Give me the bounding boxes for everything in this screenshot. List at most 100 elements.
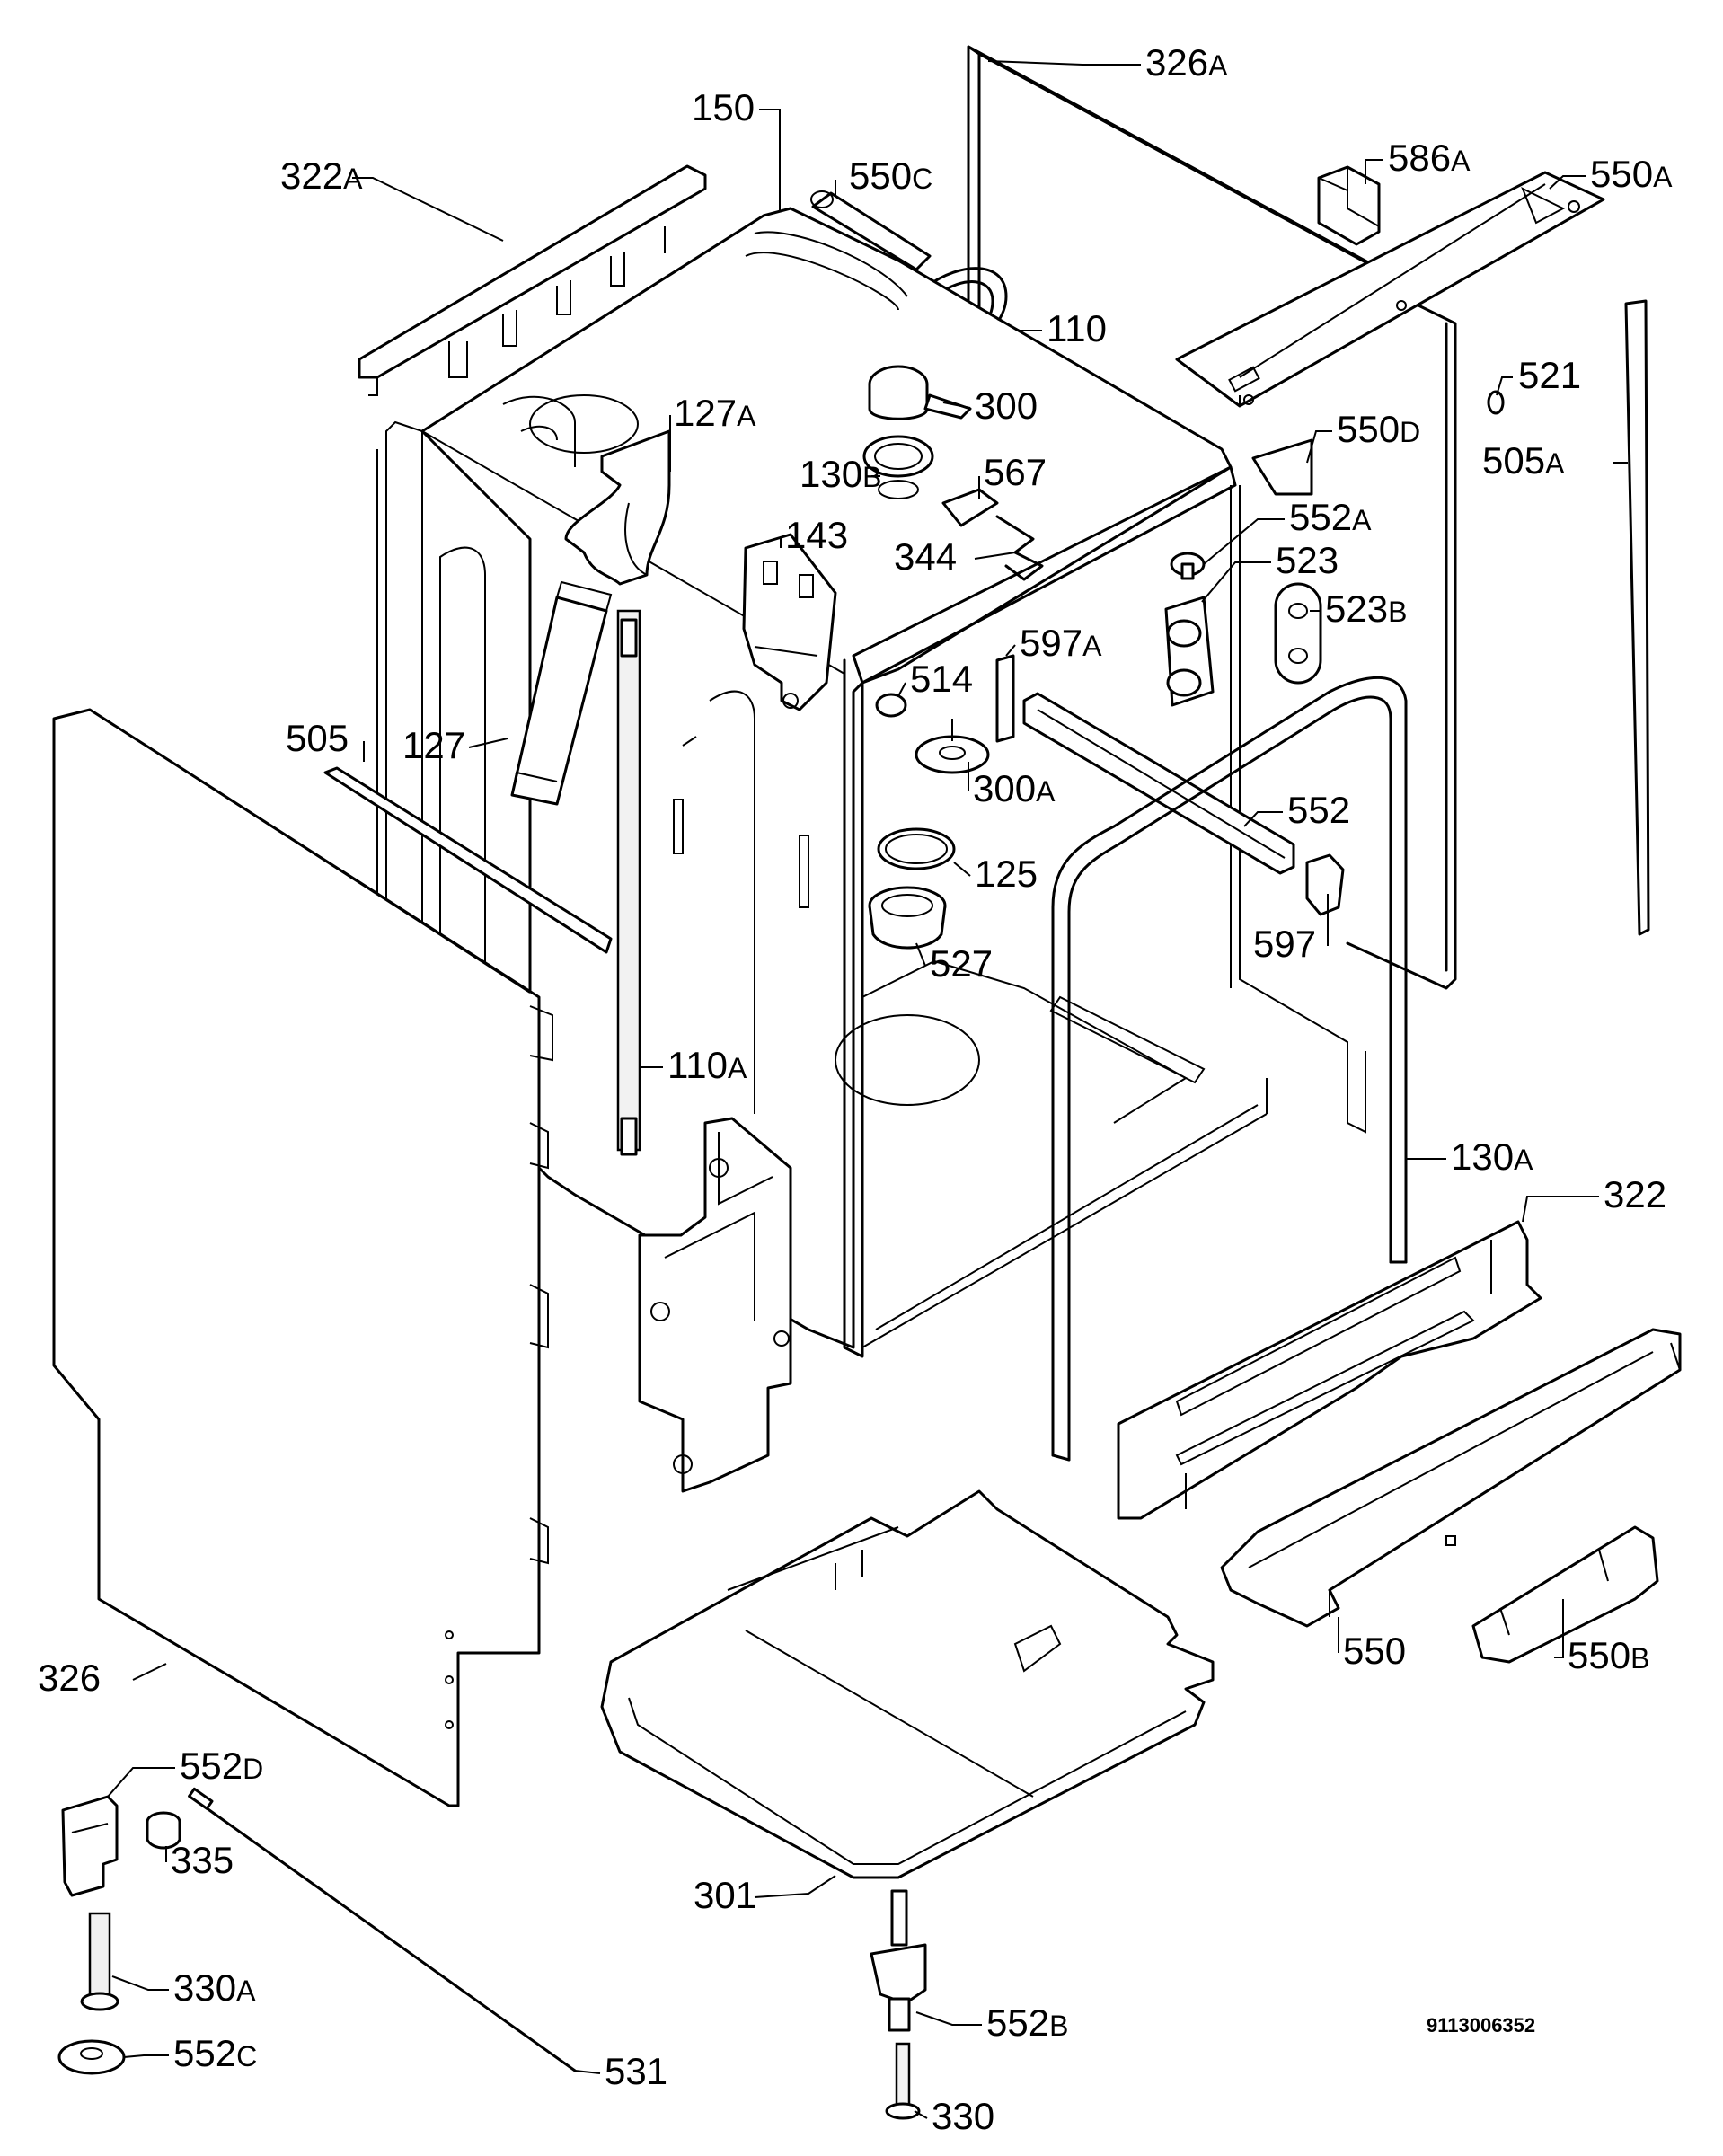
tub-front-rim <box>852 465 1237 685</box>
part-label-552d: 552D <box>180 1745 263 1787</box>
part-label-number: 335 <box>171 1839 234 1881</box>
part-label-514: 514 <box>910 658 973 700</box>
gear-335 <box>146 1811 181 1850</box>
part-label-suffix: A <box>1036 775 1056 808</box>
part-label-suffix: A <box>1545 447 1565 480</box>
part-label-number: 505 <box>286 717 349 759</box>
part-label-suffix: A <box>1352 504 1372 536</box>
part-label-suffix: A <box>1653 161 1673 193</box>
part-label-552b: 552B <box>986 2001 1068 2044</box>
seal-130a <box>1051 676 1408 1457</box>
part-label-531: 531 <box>605 2050 667 2092</box>
part-label-326a: 326A <box>1145 41 1228 84</box>
part-label-number: 110 <box>667 1044 728 1086</box>
part-label-suffix: B <box>1630 1642 1649 1674</box>
part-label-567: 567 <box>984 451 1047 493</box>
part-label-550d: 550D <box>1337 408 1420 450</box>
drawing-geometry <box>52 45 1682 2120</box>
part-label-number: 552 <box>173 2032 236 2074</box>
part-label-number: 322 <box>280 155 343 197</box>
part-label-550b: 550B <box>1568 1634 1649 1676</box>
part-label-597: 597 <box>1253 923 1316 965</box>
strip-505a <box>1624 299 1650 936</box>
part-label-number: 322 <box>1604 1173 1666 1215</box>
valve-cap-300 <box>868 365 972 420</box>
leader-lines <box>107 60 1628 2119</box>
part-label-number: 127 <box>402 724 465 766</box>
part-label-suffix: A <box>1514 1144 1533 1176</box>
part-label-505: 505 <box>286 717 349 759</box>
rail-322a <box>358 164 707 379</box>
part-label-330: 330 <box>932 2095 994 2137</box>
part-label-number: 523 <box>1276 539 1339 581</box>
part-label-number: 550 <box>1343 1630 1406 1672</box>
frame-326a <box>967 45 1457 990</box>
bracket-550d <box>1251 438 1313 496</box>
part-label-number: 143 <box>785 514 848 556</box>
part-label-552a: 552A <box>1289 496 1372 538</box>
part-label-number: 110 <box>1047 307 1107 349</box>
ring-130b <box>862 435 934 478</box>
part-label-number: 326 <box>1145 41 1208 84</box>
part-label-300: 300 <box>975 384 1038 427</box>
part-label-344: 344 <box>894 535 957 578</box>
rod-531 <box>189 1795 577 2072</box>
part-label-suffix: A <box>343 163 363 195</box>
filter-527 <box>868 886 947 950</box>
rail-end-550b <box>1471 1525 1659 1664</box>
part-label-suffix: A <box>236 1975 256 2007</box>
panel-326 <box>52 708 541 1807</box>
part-label-130b: 130B <box>800 453 881 495</box>
plug-552a <box>1170 552 1206 580</box>
part-label-number: 552 <box>1287 789 1350 831</box>
part-label-number: 550 <box>1337 408 1400 450</box>
spring-344 <box>995 515 1044 581</box>
part-label-suffix: A <box>1208 49 1228 82</box>
part-label-suffix: A <box>737 400 756 432</box>
part-label-505a: 505A <box>1482 439 1565 482</box>
clip-552d <box>61 1795 119 1897</box>
part-label-number: 300 <box>973 767 1036 809</box>
part-label-number: 127 <box>674 392 737 434</box>
part-label-322: 322 <box>1604 1173 1666 1215</box>
part-label-number: 521 <box>1518 354 1581 396</box>
part-label-597a: 597A <box>1020 622 1102 664</box>
part-label-550a: 550A <box>1590 153 1673 195</box>
part-label-suffix: D <box>243 1753 263 1785</box>
part-label-330a: 330A <box>173 1966 256 2009</box>
part-label-301: 301 <box>694 1874 756 1916</box>
part-label-suffix: C <box>236 2040 257 2072</box>
part-label-suffix: B <box>1049 2010 1068 2042</box>
part-label-550: 550 <box>1343 1630 1406 1672</box>
part-label-586a: 586A <box>1388 137 1471 179</box>
part-label-number: 586 <box>1388 137 1451 179</box>
duct-127a <box>564 429 671 586</box>
part-label-number: 531 <box>605 2050 667 2092</box>
part-label-322a: 322A <box>280 155 363 197</box>
nut-514 <box>875 693 907 718</box>
part-label-number: 344 <box>894 535 957 578</box>
screw-330 <box>885 2042 921 2120</box>
part-label-110a: 110A <box>667 1044 747 1086</box>
tub-top-opening <box>529 394 639 454</box>
part-label-110: 110 <box>1047 307 1107 349</box>
part-label-number: 326 <box>38 1657 101 1699</box>
part-label-527: 527 <box>930 942 993 985</box>
part-label-number: 527 <box>930 942 993 985</box>
part-label-300a: 300A <box>973 767 1056 809</box>
part-label-523b: 523B <box>1325 588 1407 630</box>
duct-127 <box>510 596 608 806</box>
part-label-number: 550 <box>849 155 912 197</box>
hinge-bracket <box>638 1117 792 1493</box>
part-label-150: 150 <box>692 86 755 128</box>
part-label-127: 127 <box>402 724 465 766</box>
part-label-suffix: B <box>862 461 881 493</box>
part-label-suffix: A <box>1082 630 1102 662</box>
part-label-552c: 552C <box>173 2032 257 2074</box>
part-label-523: 523 <box>1276 539 1339 581</box>
clamp-567 <box>941 488 999 527</box>
part-label-number: 301 <box>694 1874 756 1916</box>
grommet-523 <box>1164 596 1215 707</box>
